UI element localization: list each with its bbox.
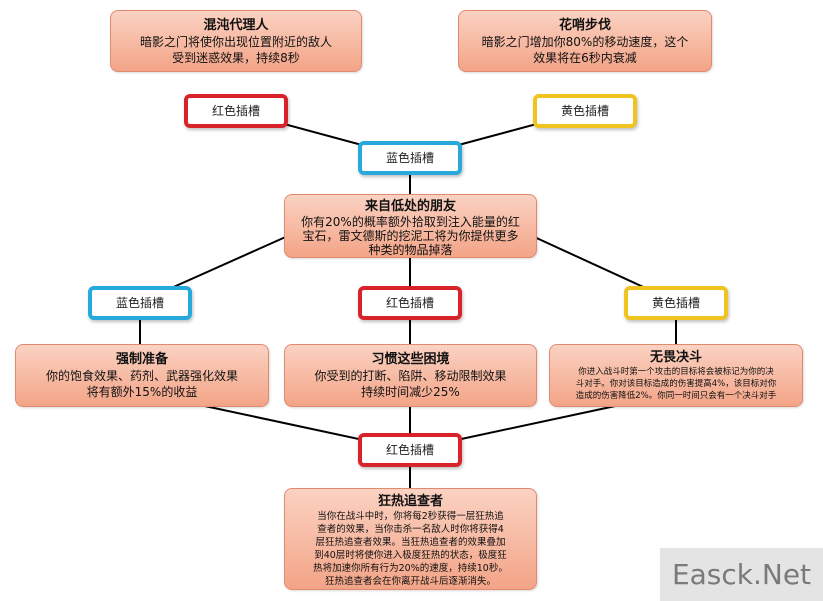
node-title: 无畏决斗 xyxy=(649,350,702,365)
node-title: 来自低处的朋友 xyxy=(364,199,456,214)
node-desc-line: 受到迷惑效果，持续8秒 xyxy=(172,51,300,65)
node-fanatic-seeker: 狂热追查者 当你在战斗中时，你将每2秒获得一层狂热追 查者的效果，当你击杀一名敌… xyxy=(284,488,537,590)
slot-yellow-top-right: 黄色插槽 xyxy=(533,94,637,128)
slot-red-middle: 红色插槽 xyxy=(358,286,462,320)
node-desc-line: 造成的伤害降低2%。你同一时间只会有一个决斗对手 xyxy=(575,391,777,401)
node-desc-line: 暗影之门将使你出现位置附近的敌人 xyxy=(139,35,332,49)
node-desc-line: 到40层时将使你进入极度狂热的状态，极度狂 xyxy=(314,550,507,561)
node-title: 强制准备 xyxy=(115,352,168,367)
node-fearless-duel: 无畏决斗 你进入战斗时第一个攻击的目标将会被标记为你的决 斗对手。你对该目标造成… xyxy=(549,344,803,407)
node-desc-line: 你的饱食效果、药剂、武器强化效果 xyxy=(45,369,238,383)
node-desc-line: 斗对手。你对该目标造成的伤害提高4%，该目标对你 xyxy=(575,379,777,389)
slot-blue-center: 蓝色插槽 xyxy=(358,141,462,175)
node-used-to-hardship: 习惯这些困境 你受到的打断、陷阱、移动限制效果 持续时间减少25% xyxy=(284,344,537,407)
node-friends-low: 来自低处的朋友 你有20%的概率额外拾取到注入能量的红 宝石，雷文德斯的挖泥工将… xyxy=(284,194,537,258)
node-title: 习惯这些困境 xyxy=(371,352,450,367)
node-desc-line: 狂热追查者会在你离开战斗后逐渐消失。 xyxy=(324,576,496,587)
node-desc-line: 暗影之门增加你80%的移动速度，这个 xyxy=(481,35,689,49)
slot-red-top-left: 红色插槽 xyxy=(184,94,288,128)
node-desc-line: 你进入战斗时第一个攻击的目标将会被标记为你的决 xyxy=(578,367,774,377)
node-whistle-step: 花哨步伐 暗影之门增加你80%的移动速度，这个 效果将在6秒内衰减 xyxy=(458,10,712,72)
node-title: 混沌代理人 xyxy=(203,18,269,33)
node-desc-line: 种类的物品掉落 xyxy=(368,243,453,257)
node-chaos-agent: 混沌代理人 暗影之门将使你出现位置附近的敌人 受到迷惑效果，持续8秒 xyxy=(110,10,362,72)
node-desc-line: 将有额外15%的收益 xyxy=(86,385,198,399)
node-forced-prep: 强制准备 你的饱食效果、药剂、武器强化效果 将有额外15%的收益 xyxy=(15,344,269,407)
watermark-logo: Easck.Net xyxy=(660,548,823,601)
node-desc-line: 查者的效果，当你击杀一名敌人时你将获得4 xyxy=(317,524,504,535)
node-desc-line: 效果将在6秒内衰减 xyxy=(533,51,637,65)
slot-blue-left: 蓝色插槽 xyxy=(88,286,192,320)
slot-yellow-right: 黄色插槽 xyxy=(624,286,728,320)
node-desc-line: 你受到的打断、陷阱、移动限制效果 xyxy=(314,369,507,383)
node-desc-line: 层狂热追查者效果。当狂热追查者的效果叠加 xyxy=(315,537,506,548)
node-desc-line: 当你在战斗中时，你将每2秒获得一层狂热追 xyxy=(317,511,504,522)
node-desc-line: 宝石，雷文德斯的挖泥工将为你提供更多 xyxy=(302,229,519,243)
node-desc-line: 持续时间减少25% xyxy=(361,385,460,399)
node-title: 狂热追查者 xyxy=(377,494,443,509)
node-desc-line: 热将加速你所有行为20%的速度，持续10秒。 xyxy=(313,563,508,574)
node-title: 花哨步伐 xyxy=(558,18,611,33)
slot-red-bottom: 红色插槽 xyxy=(358,433,462,467)
node-desc-line: 你有20%的概率额外拾取到注入能量的红 xyxy=(301,215,520,229)
